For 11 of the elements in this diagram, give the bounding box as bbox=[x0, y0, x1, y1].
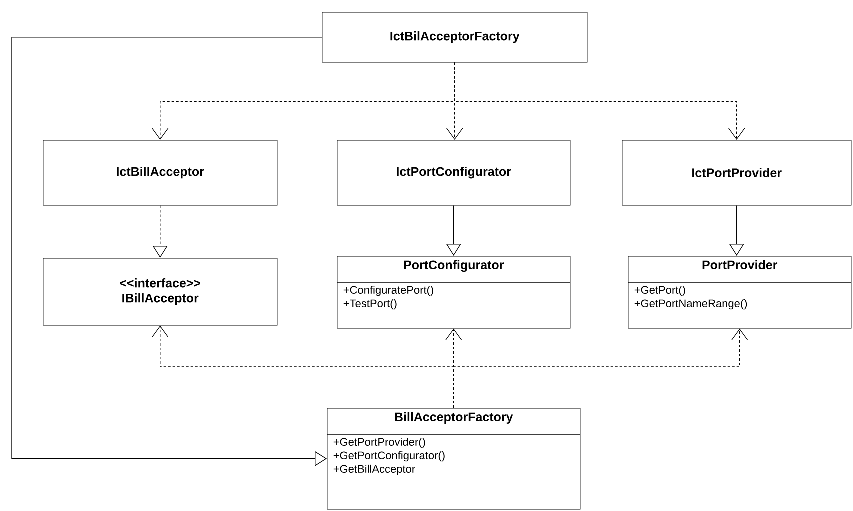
arrow bbox=[454, 62, 746, 140]
interface-box: IctPortProvider bbox=[622, 140, 852, 206]
arrow bbox=[12, 37, 327, 466]
interface-box: IctPortConfigurator bbox=[337, 140, 571, 206]
interface-box: IctBilAcceptorFactory bbox=[322, 12, 588, 63]
arrow bbox=[454, 328, 748, 408]
class-box: BillAcceptorFactory +GetPortProvider() +GetPortConfigurator() +GetBillAcceptor bbox=[326, 408, 581, 510]
interface-box: IctBillAcceptor bbox=[43, 140, 278, 206]
class-box: PortProvider +GetPort() +GetPortNameRange() bbox=[628, 256, 852, 329]
class-box: PortConfigurator +ConfiguratePort() +TestPort() bbox=[336, 256, 571, 329]
interface-box: <<interface>> IBillAcceptor bbox=[43, 258, 278, 326]
